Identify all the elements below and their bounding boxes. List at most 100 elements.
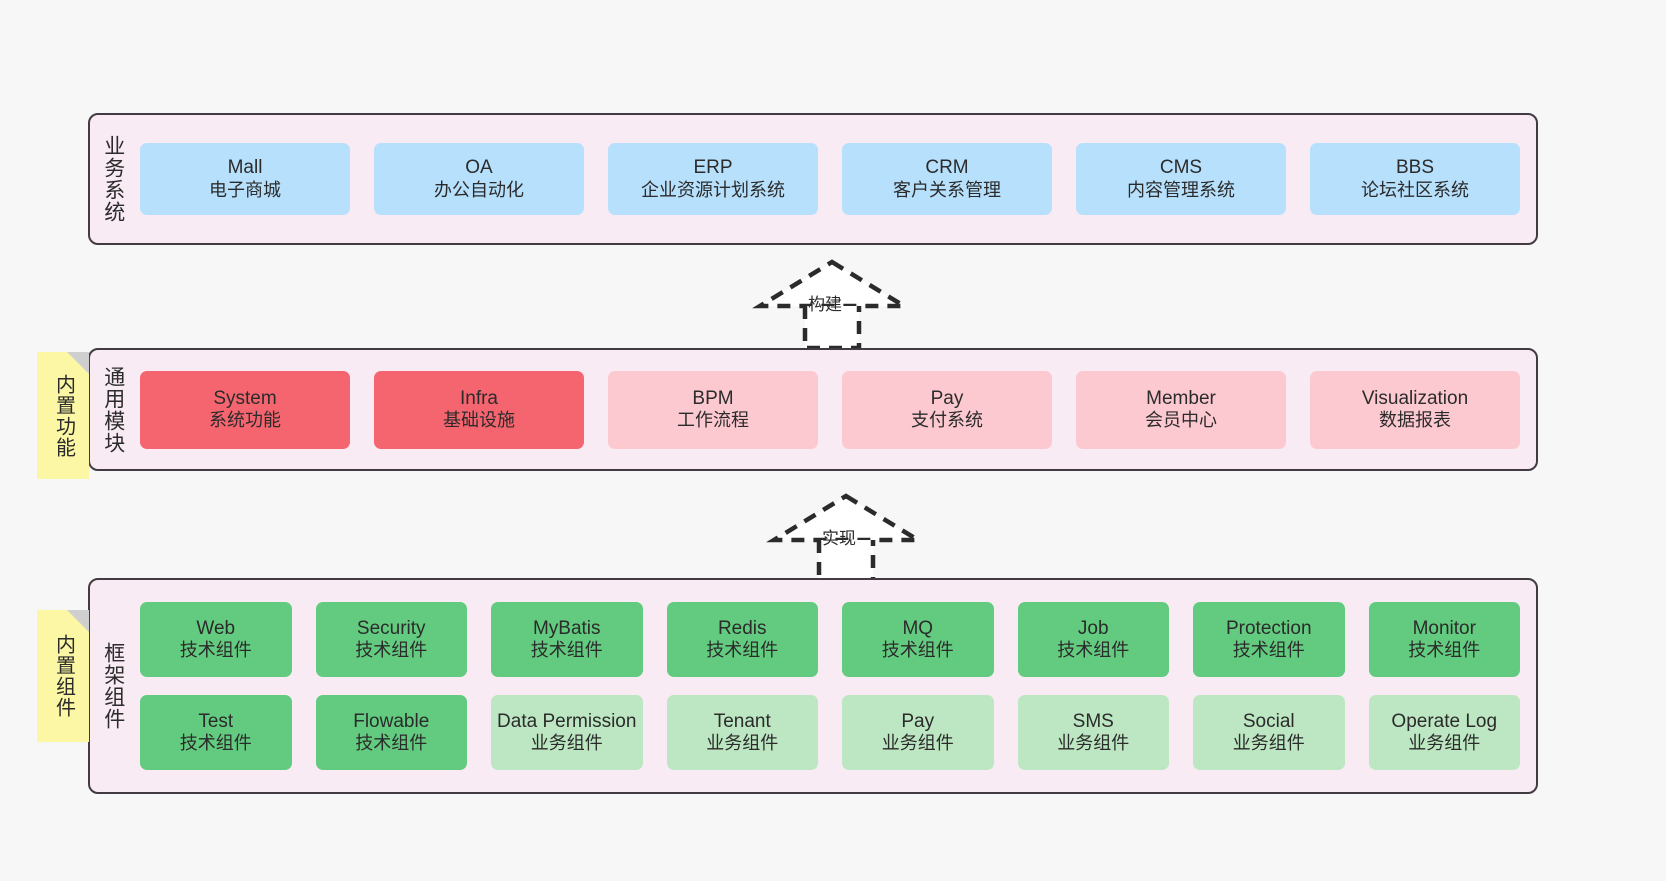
layer-business-systems: 业务系统 Mall 电子商城 OA 办公自动化 ERP 企业资源计划系统 CRM… [88, 113, 1538, 245]
node-title: Monitor [1412, 617, 1476, 639]
node-title: Job [1077, 617, 1109, 639]
layer-common-modules: 通用模块 System 系统功能 Infra 基础设施 BPM 工作流程 Pay… [88, 348, 1538, 471]
node-infra[interactable]: Infra 基础设施 [374, 370, 584, 449]
node-subtitle: 技术组件 [179, 733, 252, 754]
node-row: Web 技术组件 Security 技术组件 MyBatis 技术组件 Redi… [140, 602, 1520, 677]
node-subtitle: 办公自动化 [434, 179, 524, 200]
node-subtitle: 技术组件 [355, 640, 428, 661]
node-title: Web [196, 617, 236, 639]
node-redis[interactable]: Redis 技术组件 [666, 602, 818, 677]
note-fold-corner-icon [67, 610, 89, 632]
layer-title-framework-components: 框架组件 [101, 642, 125, 730]
node-subtitle: 技术组件 [179, 640, 252, 661]
node-flowable[interactable]: Flowable 技术组件 [315, 695, 467, 770]
node-social[interactable]: Social 业务组件 [1193, 695, 1345, 770]
node-title: Visualization [1361, 387, 1469, 409]
note-builtin-component: 内置组件 [37, 610, 89, 742]
node-subtitle: 技术组件 [1057, 640, 1130, 661]
node-title: Tenant [713, 710, 771, 732]
arrow-implement-label: 实现 [822, 529, 856, 548]
arrow-implement [766, 490, 926, 585]
node-operate-log[interactable]: Operate Log 业务组件 [1368, 695, 1520, 770]
node-subtitle: 业务组件 [706, 733, 779, 754]
arrow-build [752, 256, 912, 351]
node-mq[interactable]: MQ 技术组件 [842, 602, 994, 677]
node-row: Test 技术组件 Flowable 技术组件 Data Permission … [140, 695, 1520, 770]
node-subtitle: 电子商城 [209, 179, 281, 200]
arrow-implement-icon [766, 493, 926, 585]
node-pay[interactable]: Pay 支付系统 [842, 370, 1052, 449]
node-title: Infra [459, 387, 499, 409]
node-subtitle: 基础设施 [443, 410, 515, 431]
node-title: Operate Log [1391, 710, 1498, 732]
node-subtitle: 业务组件 [1057, 733, 1130, 754]
node-oa[interactable]: OA 办公自动化 [374, 143, 584, 215]
layer-body-common-modules: System 系统功能 Infra 基础设施 BPM 工作流程 Pay 支付系统… [136, 350, 1536, 469]
node-title: System [213, 387, 277, 409]
node-test[interactable]: Test 技术组件 [140, 695, 292, 770]
node-subtitle: 业务组件 [881, 733, 954, 754]
note-label: 内置功能 [52, 373, 75, 458]
node-subtitle: 内容管理系统 [1127, 179, 1235, 200]
node-subtitle: 技术组件 [1232, 640, 1305, 661]
node-title: MQ [902, 617, 934, 639]
note-label: 内置组件 [52, 634, 75, 718]
node-row: Mall 电子商城 OA 办公自动化 ERP 企业资源计划系统 CRM 客户关系… [140, 143, 1520, 215]
node-cms[interactable]: CMS 内容管理系统 [1076, 143, 1286, 215]
node-title: SMS [1072, 710, 1114, 732]
node-sms[interactable]: SMS 业务组件 [1017, 695, 1169, 770]
layer-title-business-systems: 业务系统 [101, 135, 125, 223]
node-security[interactable]: Security 技术组件 [315, 602, 467, 677]
node-erp[interactable]: ERP 企业资源计划系统 [608, 143, 818, 215]
layer-body-business-systems: Mall 电子商城 OA 办公自动化 ERP 企业资源计划系统 CRM 客户关系… [136, 115, 1536, 243]
node-data-permission[interactable]: Data Permission 业务组件 [491, 695, 643, 770]
node-title: Pay [930, 387, 964, 409]
node-protection[interactable]: Protection 技术组件 [1193, 602, 1345, 677]
node-subtitle: 技术组件 [1408, 640, 1481, 661]
note-fold-corner-icon [67, 352, 89, 374]
node-subtitle: 技术组件 [355, 733, 428, 754]
node-job[interactable]: Job 技术组件 [1017, 602, 1169, 677]
node-system[interactable]: System 系统功能 [140, 370, 350, 449]
node-subtitle: 企业资源计划系统 [641, 179, 785, 200]
node-title: CMS [1159, 157, 1203, 179]
node-member[interactable]: Member 会员中心 [1076, 370, 1286, 449]
node-title: Protection [1225, 617, 1312, 639]
node-mybatis[interactable]: MyBatis 技术组件 [491, 602, 643, 677]
node-subtitle: 工作流程 [677, 410, 749, 431]
node-pay-business[interactable]: Pay 业务组件 [842, 695, 994, 770]
node-mall[interactable]: Mall 电子商城 [140, 143, 350, 215]
node-title: Member [1146, 387, 1216, 409]
node-title: ERP [693, 157, 733, 179]
node-subtitle: 技术组件 [881, 640, 954, 661]
node-subtitle: 业务组件 [530, 733, 603, 754]
node-title: CRM [925, 157, 969, 179]
node-visualization[interactable]: Visualization 数据报表 [1310, 370, 1520, 449]
node-bpm[interactable]: BPM 工作流程 [608, 370, 818, 449]
node-subtitle: 技术组件 [706, 640, 779, 661]
node-title: MyBatis [532, 617, 601, 639]
node-monitor[interactable]: Monitor 技术组件 [1368, 602, 1520, 677]
layer-body-framework-components: Web 技术组件 Security 技术组件 MyBatis 技术组件 Redi… [136, 580, 1536, 792]
node-title: Social [1242, 710, 1295, 732]
node-crm[interactable]: CRM 客户关系管理 [842, 143, 1052, 215]
node-title: Test [198, 710, 234, 732]
node-subtitle: 会员中心 [1145, 410, 1217, 431]
node-title: OA [465, 157, 493, 179]
node-title: BBS [1395, 157, 1435, 179]
node-title: Flowable [353, 710, 430, 732]
node-web[interactable]: Web 技术组件 [140, 602, 292, 677]
node-tenant[interactable]: Tenant 业务组件 [666, 695, 818, 770]
node-subtitle: 数据报表 [1379, 410, 1451, 431]
node-subtitle: 技术组件 [530, 640, 603, 661]
note-builtin-function: 内置功能 [37, 352, 89, 479]
arrow-build-icon [752, 259, 912, 351]
node-row: System 系统功能 Infra 基础设施 BPM 工作流程 Pay 支付系统… [140, 370, 1520, 449]
node-subtitle: 论坛社区系统 [1361, 179, 1469, 200]
node-bbs[interactable]: BBS 论坛社区系统 [1310, 143, 1520, 215]
layer-framework-components: 框架组件 Web 技术组件 Security 技术组件 MyBatis 技术组件… [88, 578, 1538, 794]
node-title: Security [356, 617, 426, 639]
node-subtitle: 业务组件 [1408, 733, 1481, 754]
node-title: Data Permission [497, 710, 637, 732]
